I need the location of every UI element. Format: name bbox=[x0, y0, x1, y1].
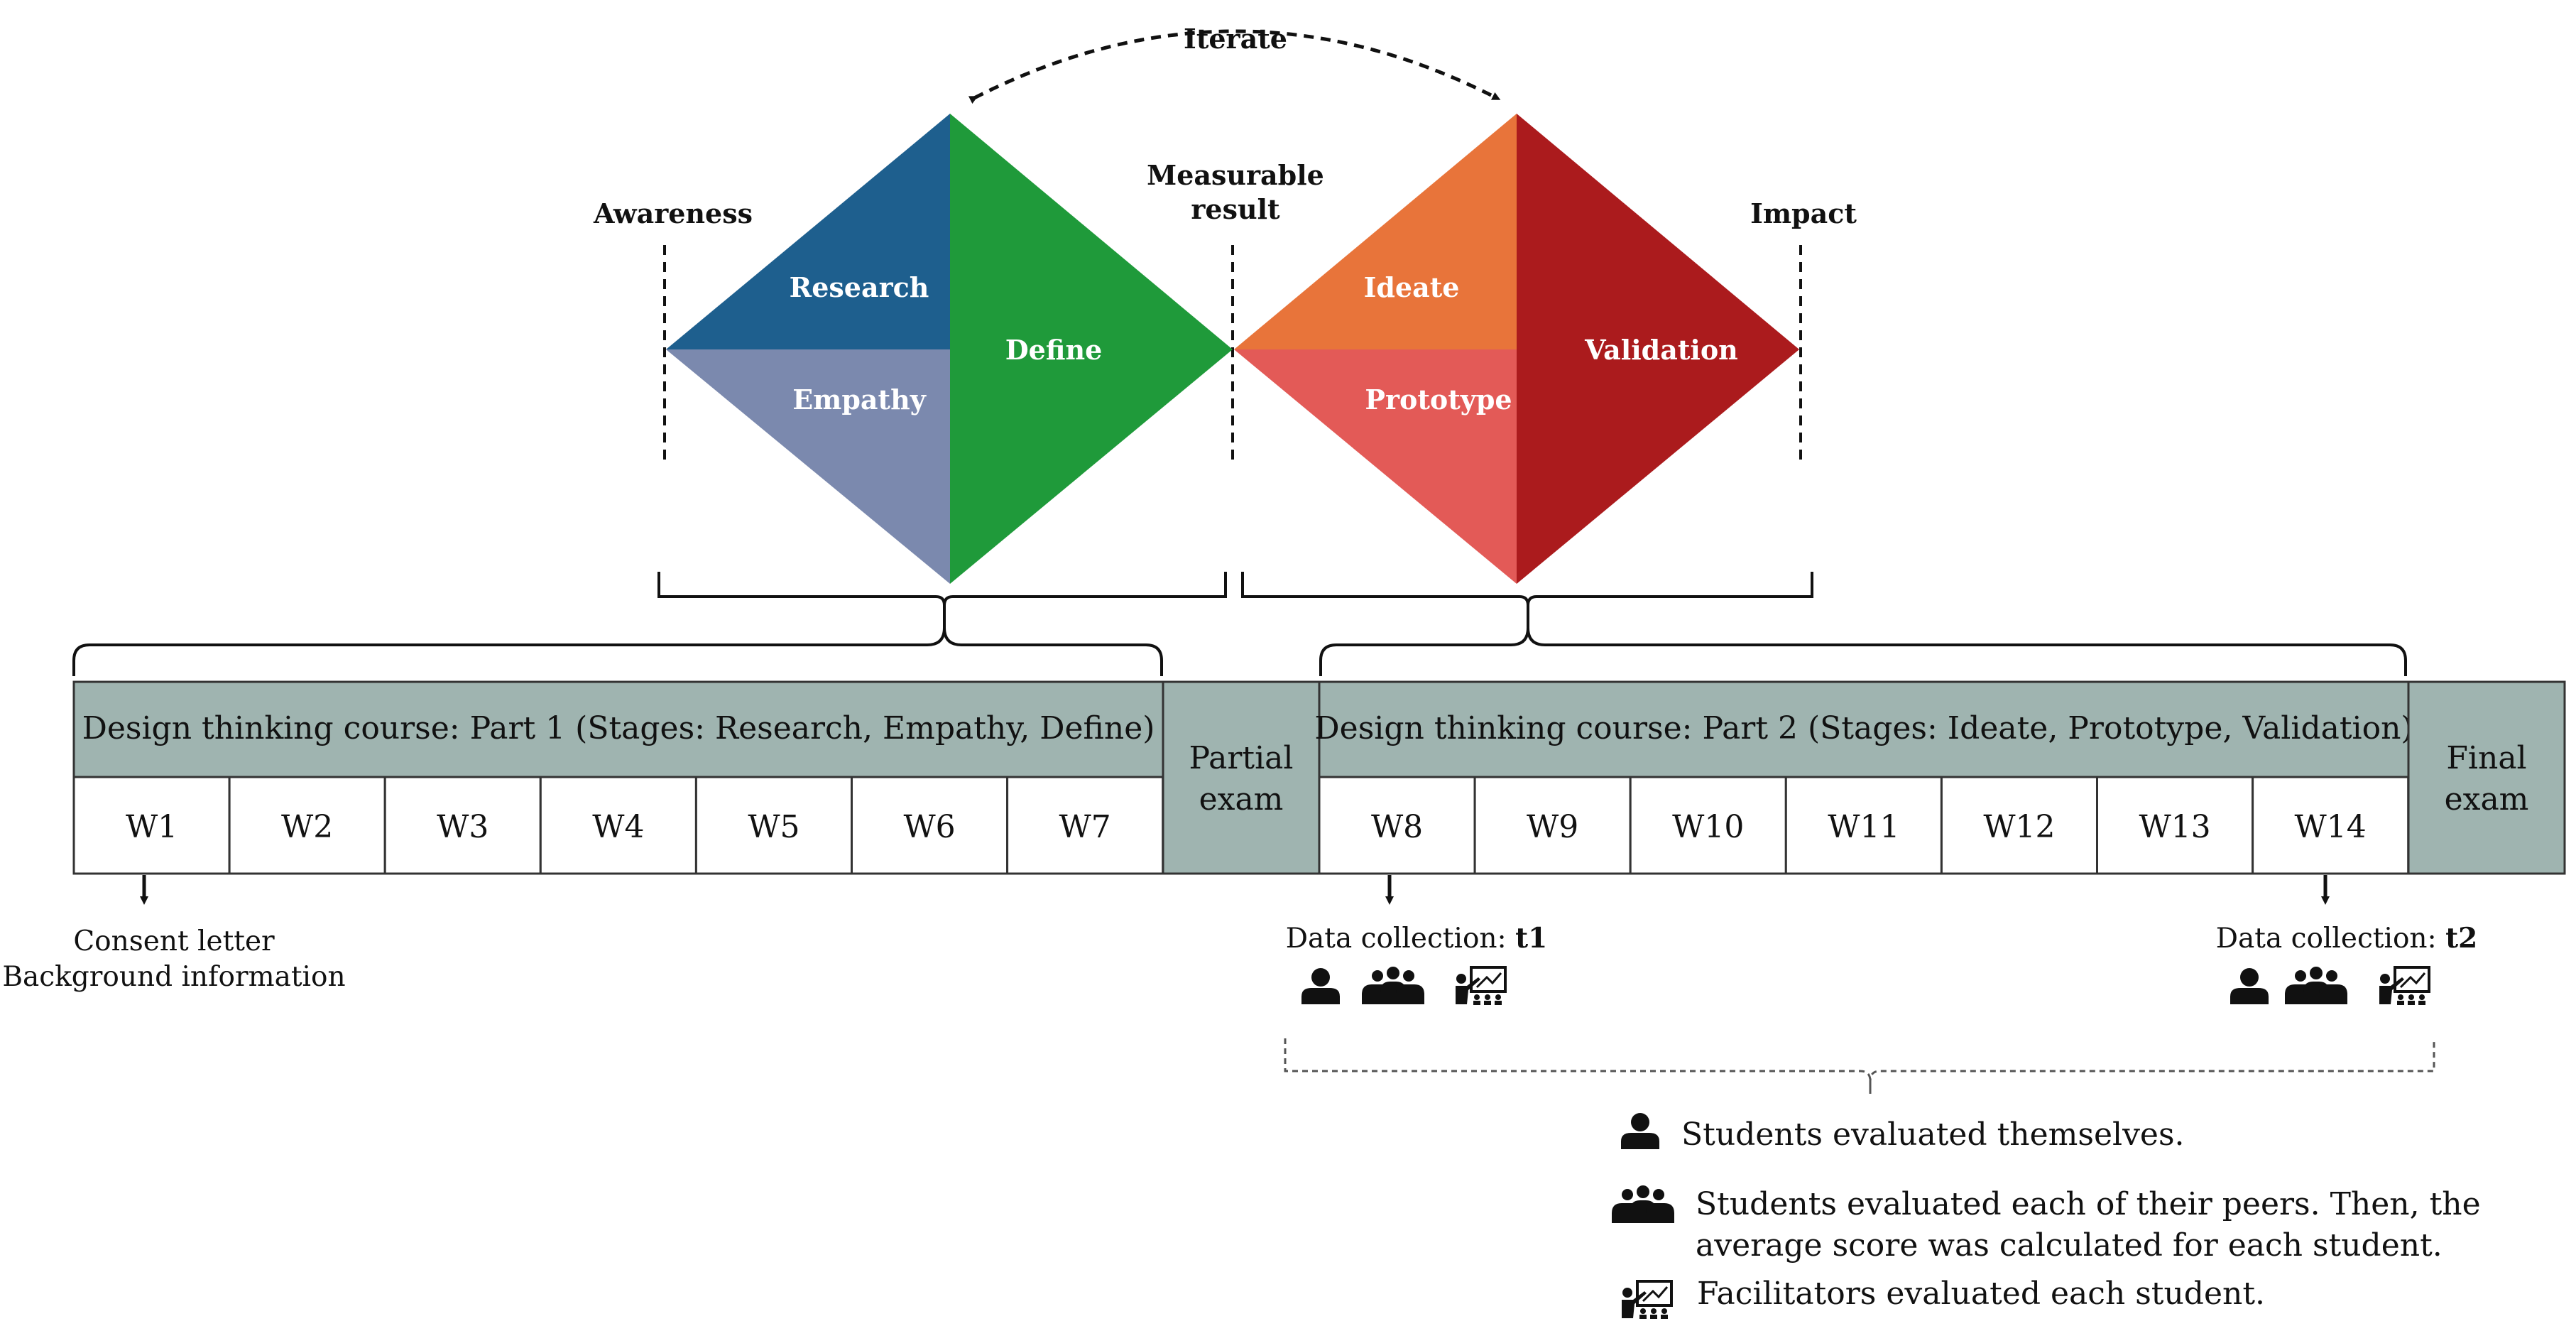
t2-person-icon bbox=[2230, 968, 2269, 1004]
week-label: W13 bbox=[2139, 809, 2210, 845]
define-label: Define bbox=[1005, 334, 1103, 366]
research-quadrant bbox=[666, 114, 950, 349]
diamond-part1: Research Empathy Define bbox=[666, 114, 1233, 584]
diamond-part2: Ideate Prototype Validation bbox=[1234, 114, 1799, 584]
ideate-label: Ideate bbox=[1364, 271, 1460, 303]
week-cell bbox=[1629, 776, 1787, 875]
impact-label: Impact bbox=[1750, 197, 1857, 229]
partial-exam-line1: Partial bbox=[1189, 740, 1294, 776]
measurable-label-line1: Measurable bbox=[1147, 159, 1324, 191]
ideate-quadrant bbox=[1234, 114, 1517, 349]
iterate-arrow bbox=[968, 29, 1501, 104]
consent-letter-text: Consent letter bbox=[73, 925, 275, 957]
week-cell bbox=[1006, 776, 1164, 875]
legend-peers-line1: Students evaluated each of their peers. … bbox=[1696, 1186, 2481, 1222]
legend-teacher-icon bbox=[1620, 1280, 1673, 1320]
empathy-quadrant bbox=[666, 349, 950, 584]
t1-caption: Data collection: t1 bbox=[1286, 922, 1547, 955]
bracket-diamond1 bbox=[657, 572, 1227, 615]
define-quadrant bbox=[950, 114, 1233, 584]
week-label: W7 bbox=[1059, 809, 1111, 845]
validation-quadrant bbox=[1517, 114, 1799, 584]
week-cell bbox=[1318, 776, 1476, 875]
partial-exam-cell bbox=[1162, 680, 1321, 875]
t2-teacher-icon bbox=[2378, 966, 2430, 1006]
part2-header bbox=[1318, 680, 2410, 778]
brace-part2 bbox=[1319, 615, 2407, 676]
legend-self-text: Students evaluated themselves. bbox=[1681, 1117, 2185, 1153]
data-collection-bracket bbox=[1284, 1038, 2435, 1094]
t2-group-icon bbox=[2285, 967, 2347, 1004]
week-label: W6 bbox=[903, 809, 955, 845]
week-label: W4 bbox=[592, 809, 644, 845]
brace-part1 bbox=[72, 615, 1163, 676]
week-label: W14 bbox=[2295, 809, 2367, 845]
week-cell bbox=[1784, 776, 1943, 875]
week-label: W10 bbox=[1672, 809, 1744, 845]
week-label: W2 bbox=[281, 809, 333, 845]
week-cell bbox=[694, 776, 853, 875]
t1-person-icon bbox=[1301, 968, 1340, 1004]
week-cell bbox=[851, 776, 1009, 875]
validation-label: Validation bbox=[1584, 334, 1738, 366]
final-exam-line1: Final bbox=[2446, 740, 2526, 776]
measurable-label-line2: result bbox=[1191, 193, 1280, 225]
final-exam-cell bbox=[2407, 680, 2566, 875]
t1-teacher-icon bbox=[1454, 966, 1507, 1006]
prototype-quadrant bbox=[1234, 349, 1517, 584]
t1-group-icon bbox=[1362, 967, 1424, 1004]
part1-header bbox=[72, 680, 1164, 778]
week-label: W3 bbox=[437, 809, 489, 845]
research-label: Research bbox=[790, 271, 929, 303]
week-label: W11 bbox=[1828, 809, 1899, 845]
week-label: W1 bbox=[126, 809, 178, 845]
final-exam-line2: exam bbox=[2445, 781, 2529, 817]
awareness-label: Awareness bbox=[593, 197, 753, 229]
background-info-text: Background information bbox=[2, 961, 345, 993]
legend-facilitators-text: Facilitators evaluated each student. bbox=[1697, 1276, 2265, 1312]
partial-exam-line2: exam bbox=[1199, 781, 1284, 817]
week-cell bbox=[383, 776, 542, 875]
week-cell bbox=[2252, 776, 2410, 875]
week-label: W12 bbox=[1983, 809, 2055, 845]
week-cell bbox=[228, 776, 386, 875]
legend-person-icon bbox=[1621, 1113, 1659, 1149]
bracket-diamond2 bbox=[1241, 572, 1813, 615]
iterate-label: Iterate bbox=[1184, 23, 1287, 55]
prototype-label: Prototype bbox=[1365, 384, 1512, 415]
week-cells: W1 W2 W3 W4 W5 W6 W7 W8 W9 W10 W11 W12 W13 W14 bbox=[72, 776, 2410, 875]
legend-peers-line2: average score was calculated for each st… bbox=[1696, 1227, 2443, 1264]
week-cell bbox=[2096, 776, 2254, 875]
part1-title: Design thinking course: Part 1 (Stages: … bbox=[82, 710, 1155, 746]
week-label: W5 bbox=[748, 809, 799, 845]
week-cell bbox=[539, 776, 697, 875]
week-label: W8 bbox=[1371, 809, 1423, 845]
empathy-label: Empathy bbox=[792, 384, 927, 415]
part2-title: Design thinking course: Part 2 (Stages: … bbox=[1314, 710, 2413, 746]
t2-caption: Data collection: t2 bbox=[2216, 922, 2477, 955]
week-label: W9 bbox=[1527, 809, 1578, 845]
week-cell bbox=[1940, 776, 2098, 875]
legend: Students evaluated themselves. Students … bbox=[1612, 1113, 2481, 1320]
legend-group-icon bbox=[1612, 1185, 1674, 1223]
week-cell bbox=[1473, 776, 1632, 875]
week-cell bbox=[72, 776, 231, 875]
course-timeline: Design thinking course: Part 1 (Stages: … bbox=[72, 680, 2566, 875]
